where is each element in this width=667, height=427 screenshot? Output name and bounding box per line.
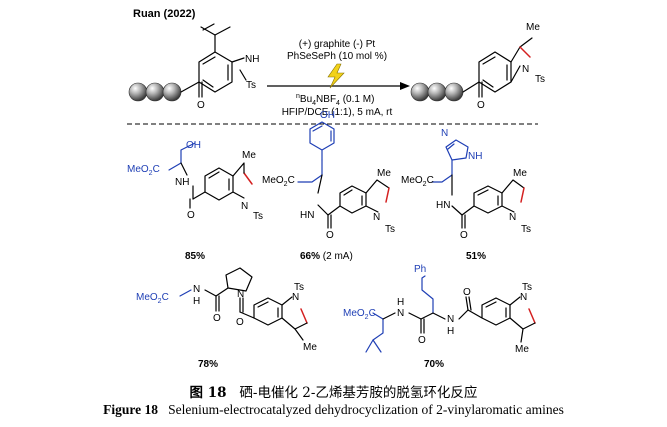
- example-his-ts: Ts: [521, 224, 531, 235]
- example-his-yield: 51%: [466, 251, 486, 262]
- example-his-structure: [431, 139, 525, 229]
- example-glypro-meo2c: MeO2C: [136, 292, 169, 305]
- example-leuphe-structure: [365, 275, 536, 353]
- example-tyr-yield: 66% (2 mA): [300, 251, 353, 262]
- caption-english: Figure 18 Selenium-electrocatalyzed dehy…: [0, 402, 667, 418]
- example-tyr-o: O: [326, 230, 334, 241]
- example-his-nh: NH: [468, 151, 482, 162]
- condition-catalyst: PhSeSePh (10 mol %): [287, 51, 387, 62]
- example-tyr-me: Me: [377, 168, 391, 179]
- example-glypro-ts: Ts: [294, 282, 304, 293]
- example-leuphe-me: Me: [515, 344, 529, 355]
- example-leuphe-yield: 70%: [424, 359, 444, 370]
- example-tyr-meo2c: MeO2C: [262, 175, 295, 188]
- product-ts-label: Ts: [535, 74, 545, 85]
- example-leuphe-ts: Ts: [522, 282, 532, 293]
- example-glypro-h: H: [193, 296, 200, 307]
- example-glypro-pro-n: N: [237, 289, 244, 300]
- example-glypro-nh: N: [193, 284, 200, 295]
- product-n-label: N: [522, 64, 529, 75]
- example-ser-meo2c: MeO2C: [127, 164, 160, 177]
- example-leuphe-o1: O: [418, 335, 426, 346]
- reactant-ts-label: Ts: [246, 80, 256, 91]
- example-his-meo2c: MeO2C: [401, 175, 434, 188]
- example-leuphe-ph: Ph: [414, 264, 426, 275]
- example-glypro-o: O: [213, 313, 221, 324]
- example-glypro-yield: 78%: [198, 359, 218, 370]
- example-ser-yield: 85%: [185, 251, 205, 262]
- condition-electrolyte: nBu4NBF4 (0.1 M): [296, 93, 374, 107]
- example-tyr-nh: HN: [300, 210, 314, 221]
- example-ser-structure: [168, 142, 253, 209]
- example-leuphe-ind-n: N: [520, 292, 527, 303]
- product-structure: [462, 37, 533, 98]
- condition-solvent: HFIP/DCE (1:1), 5 mA, rt: [282, 107, 393, 118]
- example-tyr-n: N: [373, 212, 380, 223]
- product-o-label: O: [477, 100, 485, 111]
- product-me-label: Me: [526, 22, 540, 33]
- example-ser-o: O: [187, 210, 195, 221]
- example-ser-me: Me: [242, 150, 256, 161]
- example-his-n: N: [441, 128, 448, 139]
- example-ser-nh: NH: [175, 177, 189, 188]
- resin-beads-product: [410, 82, 464, 102]
- reactant-structure: [180, 23, 247, 98]
- reaction-arrow-head: [400, 82, 410, 90]
- example-tyr-ts: Ts: [385, 224, 395, 235]
- caption-en-label: Figure 18: [103, 402, 158, 417]
- condition-electrodes: (+) graphite (-) Pt: [299, 39, 376, 50]
- reactant-nh-label: NH: [245, 54, 259, 65]
- caption-chinese: 图 18 硒-电催化 2-乙烯基芳胺的脱氢环化反应: [0, 381, 667, 401]
- example-his-ind-n: N: [509, 212, 516, 223]
- caption-zh-text: 硒-电催化 2-乙烯基芳胺的脱氢环化反应: [239, 385, 478, 401]
- example-leuphe-o2: O: [463, 287, 471, 298]
- example-tyr-oh: OH: [320, 110, 335, 121]
- lightning-bolt-icon: [327, 63, 345, 89]
- example-ser-ts: Ts: [253, 211, 263, 222]
- example-leuphe-meo2c: MeO2C: [343, 308, 376, 321]
- example-glypro-ind-n: N: [292, 292, 299, 303]
- reactant-o-label: O: [197, 100, 205, 111]
- example-his-amide-nh: HN: [436, 200, 450, 211]
- example-his-o: O: [460, 230, 468, 241]
- caption-en-text: Selenium-electrocatalyzed dehydrocycliza…: [168, 402, 564, 417]
- resin-beads-reactant: [128, 82, 182, 102]
- example-leuphe-n2: N: [447, 314, 454, 325]
- scheme-header: Ruan (2022): [133, 8, 196, 20]
- example-ser-oh: OH: [186, 140, 201, 151]
- example-glypro-me: Me: [303, 342, 317, 353]
- example-his-me: Me: [513, 168, 527, 179]
- example-ser-n: N: [241, 201, 248, 212]
- example-glypro-structure: [179, 267, 308, 341]
- example-leuphe-n1: N: [397, 308, 404, 319]
- example-leuphe-h1: H: [397, 297, 404, 308]
- example-glypro-o2: O: [236, 317, 244, 328]
- caption-zh-label: 图 18: [189, 385, 227, 401]
- example-tyr-structure: [297, 121, 390, 229]
- example-leuphe-h2: H: [447, 326, 454, 337]
